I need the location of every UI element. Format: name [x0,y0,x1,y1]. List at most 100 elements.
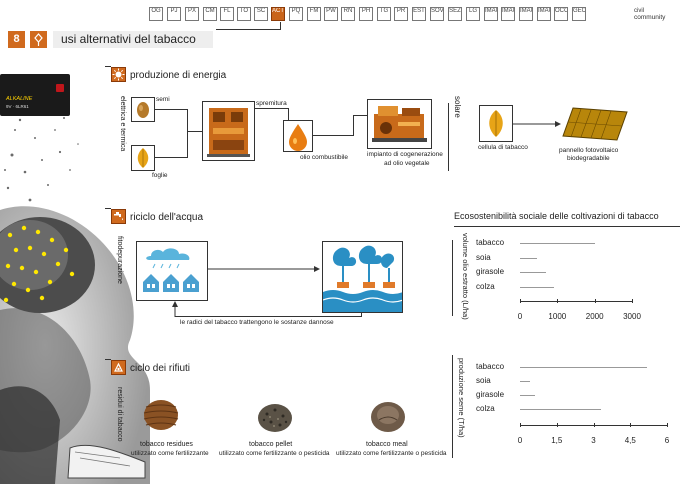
toolbar-button-14[interactable]: TG [377,7,391,21]
toolbar-button-1[interactable]: OG [149,7,163,21]
energy-icon [111,67,126,82]
water-arrow [208,266,320,272]
solar-divider [448,103,449,171]
recycle-icon [114,362,123,372]
toolbar-button-10[interactable]: FM [307,7,321,21]
chart1-bar-2 [520,258,537,259]
toolbar-button-5[interactable]: FL [220,7,234,21]
hay-bale-icon [143,400,179,430]
battery-text-1: ALKALINE [6,96,33,102]
chart2-tick-mark-5 [667,423,668,427]
pv-panel-label-2: biodegradabile [567,155,610,162]
energy-title: produzione di energia [130,70,227,81]
chart1-bar-1 [520,243,595,244]
chart1-separator [452,240,453,316]
chart2-bar-4 [520,409,601,410]
water-title: riciclo dell'acqua [130,212,204,223]
chart2-category-2: soia [476,376,491,385]
seeds-connector-v [187,109,188,131]
chart2-bar-2 [520,381,530,382]
meal-pile-icon [371,402,405,432]
chart1-category-4: colza [476,282,495,291]
tobacco-meal-image [369,398,407,434]
chart1-tick-label-4: 3000 [623,312,641,321]
toolbar-button-22[interactable]: IMAGE3 [519,7,533,21]
plants-water-icon [322,245,404,312]
waste-title: ciclo dei rifiuti [130,363,191,374]
pressing-label: spremitura [256,100,287,107]
toolbar-button-4[interactable]: CM [203,7,217,21]
toolbar-button-6[interactable]: TO [237,7,251,21]
toolbar-button-19[interactable]: LG [466,7,480,21]
brand-logo: civil community [634,8,674,21]
toolbar-button-2[interactable]: PJ [167,7,181,21]
waste-title-underline [105,359,111,360]
toolbar-button-25[interactable]: GEO [572,7,586,21]
waste-icon [111,360,126,375]
water-caption: le radici del tabacco trattengono le sos… [180,319,334,326]
toolbar-button-9[interactable]: PQ [289,7,303,21]
chart1-tick-mark-3 [594,299,596,303]
toolbar-button-23[interactable]: IMAGE4 [537,7,551,21]
page-title: usi alternativi del tabacco [53,31,213,48]
chart1-category-1: tabacco [476,238,505,247]
energy-side-label: elettrica e termica [119,96,126,152]
toolbar-button-3[interactable]: PX [185,7,199,21]
chart1-tick-mark-4 [632,299,633,303]
toolbar-button-24[interactable]: OCC [554,7,568,21]
chart1-tick-label-1: 0 [517,312,523,321]
pressing-connector-v [288,108,289,120]
tobacco-residues-image [140,395,182,433]
toolbar-button-7[interactable]: SC [254,7,268,21]
oil-connector-h2 [353,115,367,116]
chart1-x-axis [520,301,632,302]
battery-led [56,84,64,92]
cogeneration-label-1: impianto di cogenerazione [367,151,443,158]
toolbar-button-17[interactable]: SOV [430,7,444,21]
chart2-tick-mark-3 [593,423,595,427]
seeds-connector [155,109,187,110]
toolbar-button-13[interactable]: PH [359,7,373,21]
chart2-category-3: girasole [476,390,505,399]
chart1-category-2: soia [476,253,491,262]
oil-connector [313,135,353,136]
waste-item-3-use: utilizzato come fertilizzante o pesticid… [336,450,447,457]
page-number: 8 [8,31,25,48]
toolbar-button-8[interactable]: ACT [271,7,285,21]
chart2-tick-label-1: 0 [517,436,523,445]
waste-side-label: residui di tabacco [116,387,123,442]
chart2-category-1: tabacco [476,362,505,371]
engine-icon [372,106,427,142]
waste-item-2-use: utilizzato come fertilizzante o pesticid… [219,450,330,457]
tobacco-cell-label: cellula di tabacco [478,144,528,151]
chart2-tick-mark-1 [520,423,521,427]
press-machine-icon [207,108,250,157]
water-return-line-v1 [361,313,362,317]
toolbar-button-11[interactable]: PW [324,7,338,21]
toolbar-button-15[interactable]: PR [394,7,408,21]
pellet-pile-icon [258,404,292,432]
toolbar-button-18[interactable]: SEZ [448,7,462,21]
leaves-image [131,145,155,171]
chart2-tick-mark-2 [556,423,558,427]
toolbar-button-12[interactable]: RN [341,7,355,21]
header-connector-line-v [280,22,281,30]
chart2-bar-3 [520,395,535,396]
battery-text-2: 9V · 6LR61 [6,104,29,109]
energy-title-underline [105,66,111,67]
brand-top: civil [634,8,644,14]
chart2-tick-label-4: 4,5 [624,436,636,445]
toolbar-button-16[interactable]: EST [412,7,426,21]
toolbar-button-21[interactable]: IMAGE2 [501,7,515,21]
toolbar-button-20[interactable]: IMAGE1 [484,7,498,21]
chart1-bar-4 [520,287,554,288]
press-machine-image [202,101,255,161]
water-before-image [136,241,208,301]
solar-label: solare [453,96,462,118]
brand-bottom: community [634,14,666,21]
chart2-category-4: colza [476,404,495,413]
chart1-ylabel: volume olio estratto (L/ha) [461,233,470,320]
tobacco-pellet-image [255,398,295,434]
press-connector [187,131,202,132]
seeds-label: semi [156,96,170,103]
